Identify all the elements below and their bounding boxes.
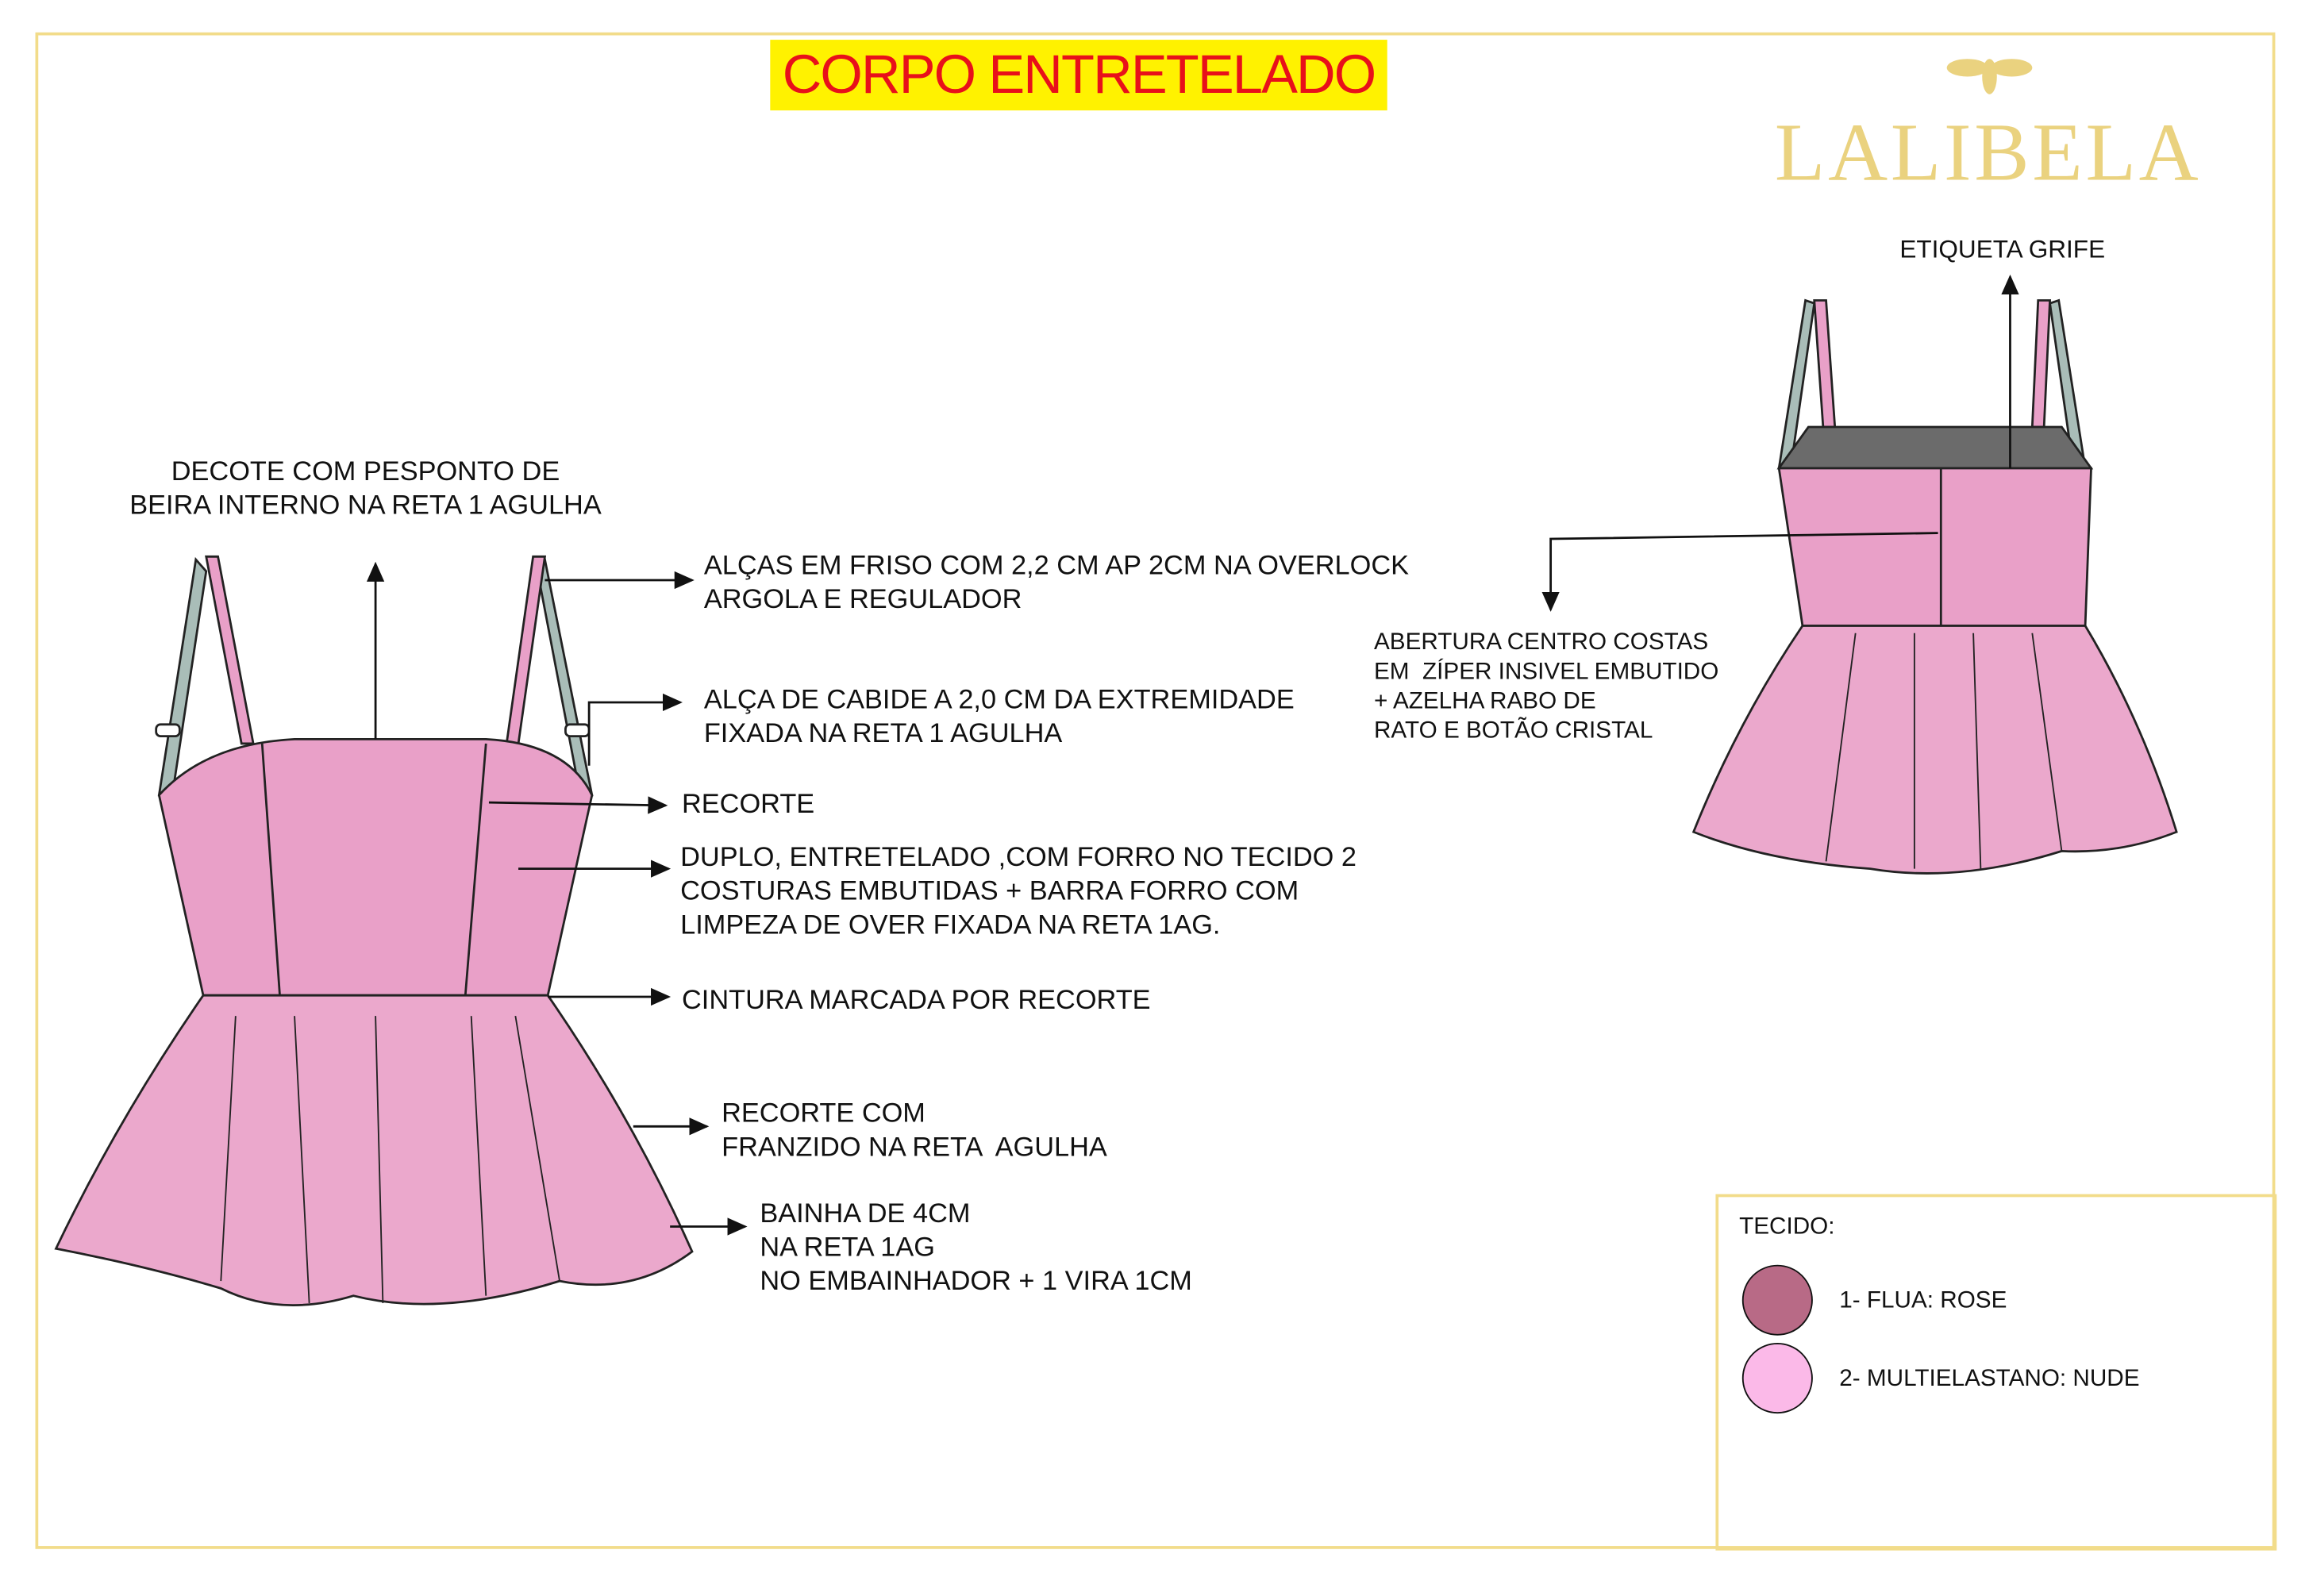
page-title: CORPO ENTRETELADO [770,40,1387,111]
note-alca-cabide: ALÇA DE CABIDE A 2,0 CM DA EXTREMIDADE F… [703,683,1295,748]
note-duplo: DUPLO, ENTRETELADO ,COM FORRO NO TECIDO … [680,840,1357,940]
sheet-border [35,32,2276,1549]
bee-icon [1946,59,2033,94]
fabric-legend-heading: TECIDO: [1739,1214,1835,1240]
fabric-label: 2- MULTIELASTANO: NUDE [1839,1366,2140,1392]
fabric-swatch-nude [1741,1343,1813,1414]
annotation-arrows [366,275,2019,1236]
note-abertura: ABERTURA CENTRO COSTAS EM ZÍPER INSIVEL … [1373,630,1719,744]
note-etiqueta: ETIQUETA GRIFE [1899,235,2106,264]
note-recorte: RECORTE [682,787,815,819]
note-decote: DECOTE COM PESPONTO DE BEIRA INTERNO NA … [129,455,602,520]
front-view-drawing [54,555,694,1306]
fabric-label: 1- FLUA: ROSE [1839,1288,2007,1313]
brand-logo: LALIBELA [1774,107,2202,199]
note-cintura: CINTURA MARCADA POR RECORTE [682,983,1151,1015]
fabric-legend: TECIDO: 1- FLUA: ROSE 2- MULTIELASTANO: … [1715,1194,2277,1551]
note-alcas: ALÇAS EM FRISO COM 2,2 CM AP 2CM NA OVER… [703,549,1410,614]
fabric-swatch-rose [1741,1264,1813,1336]
note-recorte-franzido: RECORTE COM FRANZIDO NA RETA AGULHA [722,1097,1107,1162]
back-view-drawing [1691,298,2178,875]
note-bainha: BAINHA DE 4CM NA RETA 1AG NO EMBAINHADOR… [760,1197,1192,1296]
